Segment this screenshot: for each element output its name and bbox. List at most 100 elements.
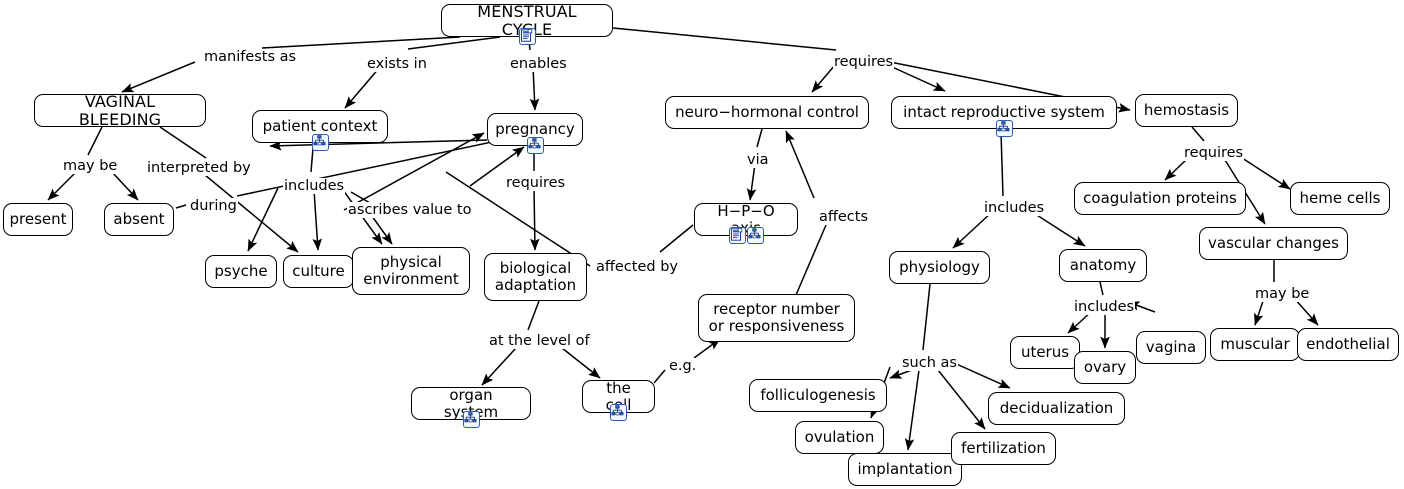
concept-node-label: muscular xyxy=(1220,335,1290,354)
edge-adaptation-to-organ-system xyxy=(481,347,517,386)
concept-node-label: neuro−hormonal control xyxy=(675,103,859,122)
concept-node-label: VAGINAL BLEEDING xyxy=(78,91,162,129)
concept-node-organ-system[interactable]: organ system xyxy=(411,385,531,420)
map-icon[interactable] xyxy=(462,411,480,428)
node-icon-group xyxy=(311,134,329,151)
concept-node-physical-environment[interactable]: physical environment xyxy=(352,247,470,295)
link-label-requires-top[interactable]: requires xyxy=(833,54,895,70)
node-icon-group xyxy=(518,28,536,45)
concept-node-psyche[interactable]: psyche xyxy=(205,255,277,288)
concept-node-present[interactable]: present xyxy=(3,203,73,236)
concept-node-label: psyche xyxy=(214,262,268,281)
link-label-requires-hemostasis[interactable]: requires xyxy=(1183,145,1245,161)
concept-node-label: intact reproductive system xyxy=(903,103,1105,122)
link-label-such-as[interactable]: such as xyxy=(901,355,958,371)
concept-node-physiology[interactable]: physiology xyxy=(889,251,990,284)
link-label-affected-by[interactable]: affected by xyxy=(595,259,679,275)
link-label-manifests-as[interactable]: manifests as xyxy=(203,49,298,65)
concept-node-anatomy[interactable]: anatomy xyxy=(1059,249,1147,282)
link-label-exists-in[interactable]: exists in xyxy=(366,56,428,72)
link-label-enables[interactable]: enables xyxy=(509,56,568,72)
edge-affects-stem xyxy=(795,224,827,296)
map-icon[interactable] xyxy=(526,137,544,154)
concept-node-label: pregnancy xyxy=(495,120,575,139)
concept-node-coagulation-proteins[interactable]: coagulation proteins xyxy=(1074,182,1246,215)
edge-interpreted-by-stem xyxy=(159,126,207,159)
concept-node-ovulation[interactable]: ovulation xyxy=(795,421,884,454)
link-label-ascribes-value-to[interactable]: ascribes value to xyxy=(347,202,473,218)
concept-node-vagina[interactable]: vagina xyxy=(1136,331,1206,364)
link-label-includes-anatomy[interactable]: includes xyxy=(1073,299,1136,315)
map-icon[interactable] xyxy=(311,134,329,151)
link-label-via[interactable]: via xyxy=(746,152,770,168)
note-icon[interactable] xyxy=(518,28,536,45)
edge-menstrual-to-intact-repro xyxy=(889,65,946,92)
node-icon-group xyxy=(995,120,1013,137)
edge-bleeding-to-present xyxy=(47,171,77,201)
concept-node-implantation[interactable]: implantation xyxy=(848,453,962,486)
concept-node-label: heme cells xyxy=(1299,189,1381,208)
edge-manifests-as-stem xyxy=(261,36,461,49)
concept-node-decidualization[interactable]: decidualization xyxy=(988,392,1125,425)
edge-such-as-stem xyxy=(922,283,931,351)
concept-node-label: physiology xyxy=(899,258,980,277)
concept-node-label: fertilization xyxy=(961,439,1046,458)
concept-node-vaginal-bleeding[interactable]: VAGINAL BLEEDING xyxy=(34,91,206,129)
concept-node-receptor-number[interactable]: receptor number or responsiveness xyxy=(698,294,855,342)
concept-node-culture[interactable]: culture xyxy=(283,255,354,288)
edge-may-be-stem xyxy=(87,126,103,156)
concept-node-label: vascular changes xyxy=(1208,234,1339,253)
edge-physiology-to-decidualization xyxy=(951,361,1011,389)
link-label-at-the-level-of[interactable]: at the level of xyxy=(488,333,591,349)
concept-node-muscular[interactable]: muscular xyxy=(1210,328,1300,361)
edge-context-to-psyche xyxy=(247,187,279,252)
concept-node-biological-adaptation[interactable]: biological adaptation xyxy=(484,253,587,301)
concept-node-ovary[interactable]: ovary xyxy=(1074,351,1136,384)
concept-node-folliculogenesis[interactable]: folliculogenesis xyxy=(749,379,887,412)
link-label-may-be-left[interactable]: may be xyxy=(62,158,119,174)
concept-node-heme-cells[interactable]: heme cells xyxy=(1290,182,1390,215)
edge-includes-repro-stem xyxy=(1000,132,1004,197)
concept-node-endothelial[interactable]: endothelial xyxy=(1297,328,1399,361)
edge-menstrual-to-neuro-hormonal xyxy=(811,64,836,93)
note-icon[interactable] xyxy=(728,227,746,244)
map-icon[interactable] xyxy=(610,404,627,421)
link-label-affects[interactable]: affects xyxy=(818,209,870,225)
link-label-includes-patient[interactable]: includes xyxy=(283,178,346,194)
edge-neuro-to-hpo xyxy=(746,163,757,201)
link-label-may-be-vascular[interactable]: may be xyxy=(1254,286,1311,302)
map-icon[interactable] xyxy=(746,227,764,244)
concept-node-label: organ system xyxy=(444,385,498,419)
edge-hemostasis-to-heme-cells xyxy=(1238,155,1291,190)
concept-node-fertilization[interactable]: fertilization xyxy=(951,432,1056,465)
edge-context-to-culture xyxy=(312,189,323,251)
concept-node-label: decidualization xyxy=(999,399,1114,418)
map-icon[interactable] xyxy=(995,120,1013,137)
concept-node-neuro-hormonal-control[interactable]: neuro−hormonal control xyxy=(665,96,869,129)
concept-node-hpo-axis[interactable]: H−P−O axis xyxy=(694,202,798,236)
concept-node-absent[interactable]: absent xyxy=(104,203,174,236)
concept-node-vascular-changes[interactable]: vascular changes xyxy=(1199,227,1348,260)
link-label-during[interactable]: during xyxy=(189,198,238,214)
concept-node-hemostasis[interactable]: hemostasis xyxy=(1135,94,1238,127)
concept-node-uterus[interactable]: uterus xyxy=(1010,336,1080,369)
edge-repro-to-physiology xyxy=(952,211,993,249)
edge-physiology-to-fertilization xyxy=(937,369,986,430)
edge-includes-anatomy-stem xyxy=(1099,281,1104,296)
edge-pregnancy-to-biological-adaptation xyxy=(530,187,540,251)
edge-during-to-pregnancy xyxy=(236,132,526,197)
concept-node-label: present xyxy=(9,210,67,229)
edge-requires-top-stem xyxy=(612,27,837,51)
link-label-e-g[interactable]: e.g. xyxy=(668,358,698,374)
edge-vascular-to-endothelial xyxy=(1293,297,1319,326)
edge-affected-by-stem xyxy=(659,224,694,253)
link-label-interpreted-by[interactable]: interpreted by xyxy=(146,160,252,176)
edge-hemostasis-to-coagulation xyxy=(1164,159,1187,181)
link-label-requires-pregnancy[interactable]: requires xyxy=(505,175,567,191)
concept-node-label: ovary xyxy=(1083,358,1127,377)
node-icon-group xyxy=(728,227,764,244)
edge-during-stem xyxy=(175,204,187,209)
link-label-includes-repro[interactable]: includes xyxy=(983,200,1046,216)
concept-node-label: patient context xyxy=(262,117,378,136)
